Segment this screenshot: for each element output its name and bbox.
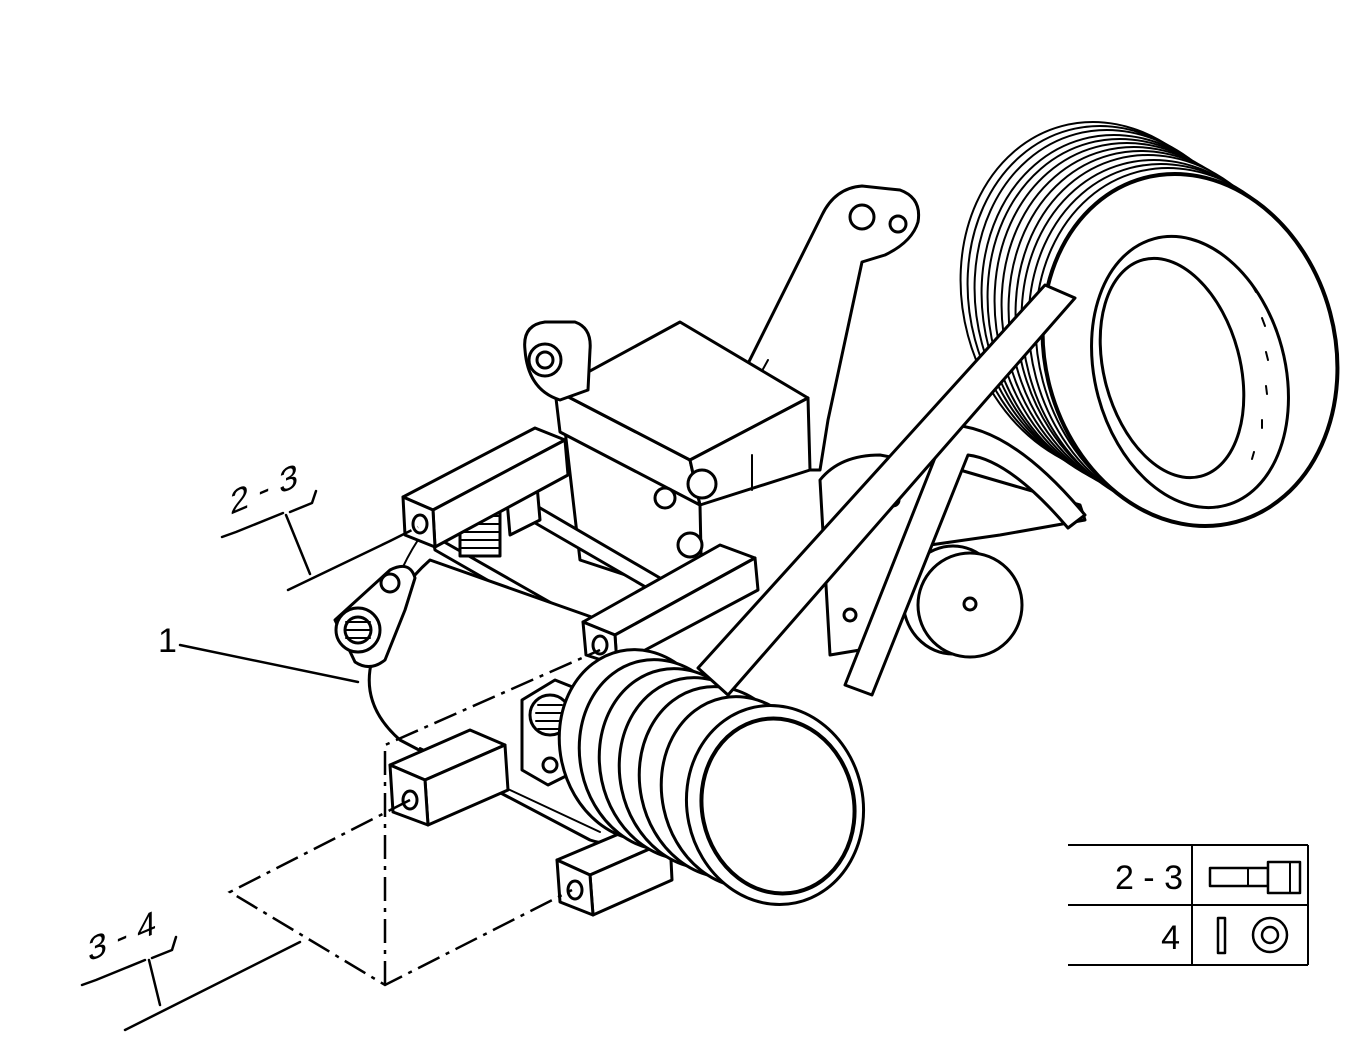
- mounting-rail-lower-left: [388, 728, 510, 827]
- drive-belt: [684, 283, 1087, 907]
- belt-return-run: [843, 423, 1087, 697]
- idler-pulley: [901, 544, 1024, 659]
- leader-line: [284, 513, 312, 576]
- legend-label: 2 - 3: [1115, 859, 1183, 897]
- leader-line: [178, 643, 360, 684]
- leader-line: [286, 539, 392, 592]
- center-line: [227, 798, 573, 987]
- bolt-icon: [1208, 860, 1302, 895]
- callout-1: 1: [158, 622, 360, 684]
- washer-icon: [1216, 916, 1289, 955]
- rear-mounting-tab: [333, 564, 417, 668]
- leader-line: [147, 958, 162, 1007]
- center-line: [383, 648, 601, 985]
- callout-label: 1: [158, 622, 177, 660]
- callout-bracket: [80, 935, 178, 987]
- bolt-hole: [411, 513, 429, 535]
- mounting-rail-upper-right: [581, 543, 760, 667]
- callout-bracket: [220, 489, 318, 539]
- large-pulley: [959, 121, 1340, 528]
- compressor-pulley-face: [699, 716, 857, 896]
- legend-table: 2 - 3 4: [1068, 844, 1309, 966]
- mounting-rail-upper-left: [401, 426, 570, 549]
- leader-line: [123, 940, 302, 1032]
- legend-label: 4: [1161, 919, 1180, 957]
- belt-main-run: [696, 283, 1077, 697]
- bolt-hole: [591, 634, 609, 656]
- center-line: [389, 525, 419, 543]
- bolt-hole: [566, 879, 584, 901]
- callout-label: 2 - 3: [230, 455, 298, 522]
